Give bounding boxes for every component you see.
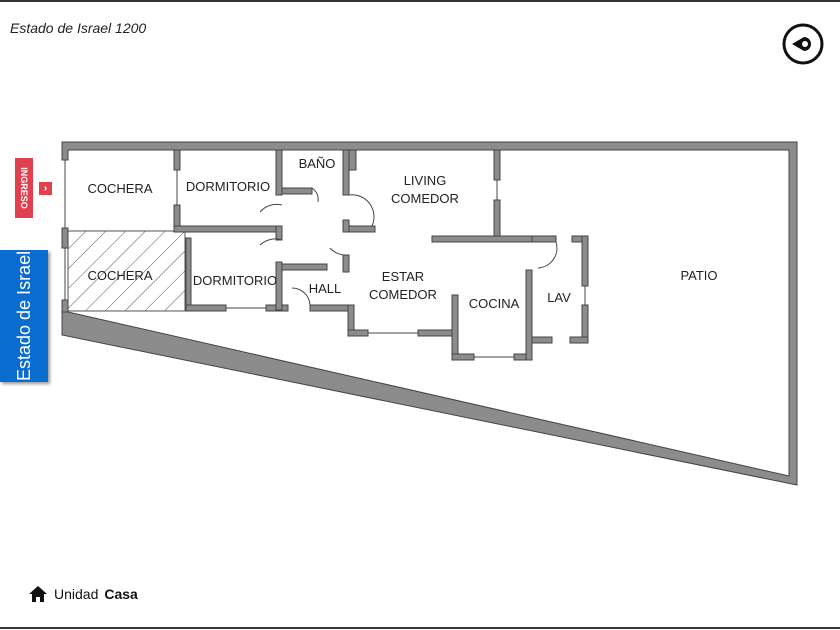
unit-value: Casa <box>104 586 138 602</box>
room-cocina: COCINA <box>469 296 520 311</box>
room-hall: HALL <box>309 281 342 296</box>
street-label: Estado de Israel <box>0 250 48 382</box>
cochera-hatched-area <box>67 230 186 312</box>
room-dormitorio-2: DORMITORIO <box>193 273 277 288</box>
address-title: Estado de Israel 1200 <box>10 20 147 36</box>
entrance-text: INGRESO <box>19 167 29 209</box>
room-dormitorio: DORMITORIO <box>186 179 270 194</box>
doors <box>64 160 586 358</box>
bottom-border <box>0 627 840 629</box>
street-text: Estado de Israel <box>14 250 34 381</box>
compass-icon[interactable] <box>782 23 824 65</box>
home-icon <box>29 586 47 602</box>
room-living-comedor: COMEDOR <box>391 191 459 206</box>
top-border <box>0 0 840 2</box>
room-bano: BAÑO <box>299 156 336 171</box>
room-cochera-2: COCHERA <box>87 268 152 283</box>
unit-info: Unidad Casa <box>28 585 138 603</box>
room-estar-comedor: COMEDOR <box>369 287 437 302</box>
unit-label: Unidad <box>54 586 99 602</box>
room-patio: PATIO <box>680 268 717 283</box>
entrance-arrow-icon: › <box>39 182 52 195</box>
room-lav: LAV <box>547 290 571 305</box>
entrance-label: INGRESO <box>15 158 33 218</box>
room-living: LIVING <box>404 173 447 188</box>
room-estar: ESTAR <box>382 269 424 284</box>
room-cochera: COCHERA <box>87 181 152 196</box>
